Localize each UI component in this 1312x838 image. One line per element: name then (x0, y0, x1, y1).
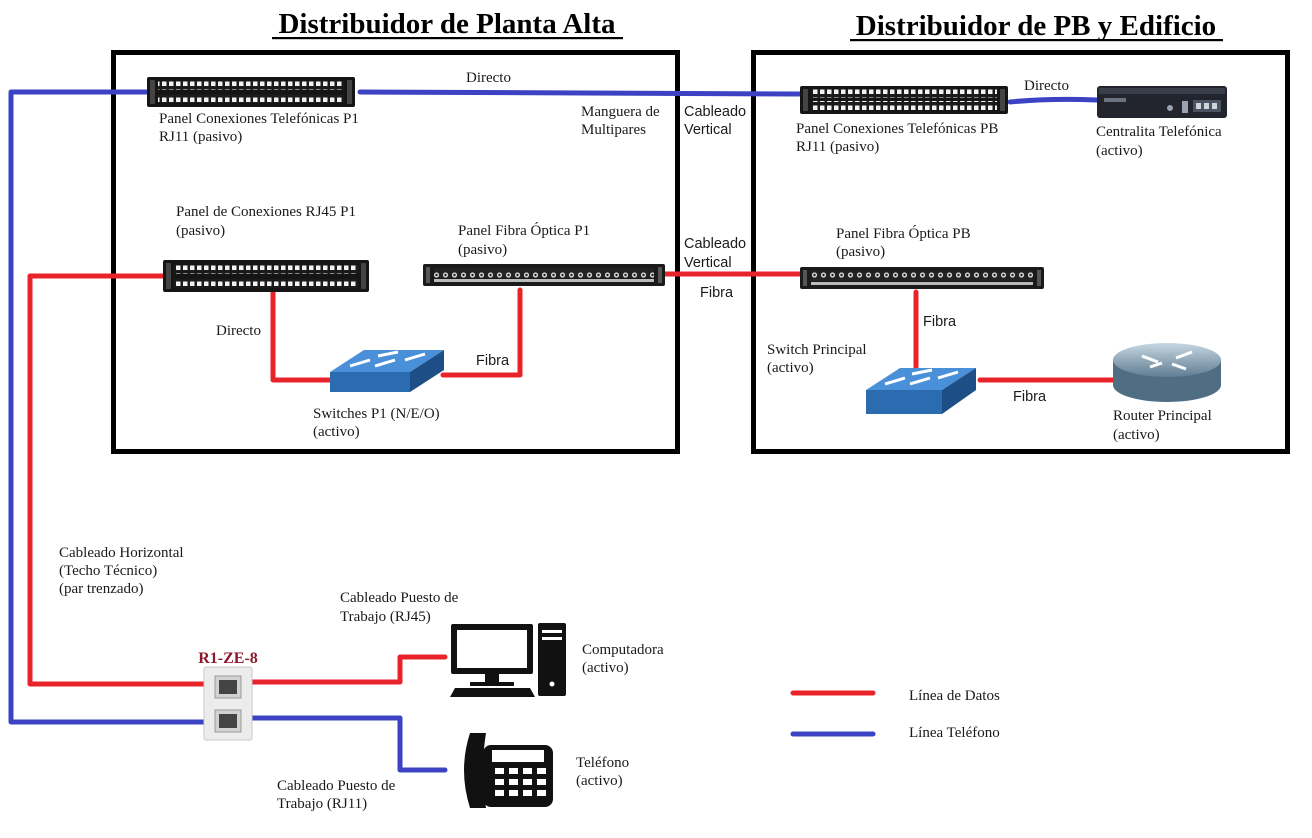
data-lines (27, 271, 1116, 687)
switches-p1-label: Switches P1 (N/E/O)(activo) (313, 406, 440, 440)
fiber-optic-panel-p1 (423, 264, 665, 286)
fiber-router-label: Fibra (1013, 389, 1047, 405)
phone-patch-panel-p1 (147, 77, 355, 107)
phone-lines (8, 89, 1100, 773)
wall-outlet (203, 666, 253, 741)
fiber-p1-label: Fibra (476, 353, 510, 369)
horizontal-cabling-label: Cableado Horizontal(Techo Técnico)(par t… (59, 545, 184, 597)
telephone-device (464, 733, 553, 808)
computer-label: Computadora(activo) (582, 642, 664, 676)
phone-pbx-cable (1007, 96, 1100, 105)
rj45-patch-panel-p1 (163, 260, 369, 292)
switches-p1-device (330, 350, 444, 392)
legend: Línea de Datos Línea Teléfono (790, 688, 1000, 741)
data-horizontal-cable (27, 273, 208, 687)
main-router-label: Router Principal(activo) (1113, 408, 1212, 443)
phone-patch-panel-pb (800, 86, 1008, 114)
computer-device (450, 623, 566, 697)
data-workstation-cable (249, 654, 448, 685)
rj45-panel-p1-label: Panel de Conexiones RJ45 P1(pasivo) (176, 204, 356, 239)
main-router-device (1113, 343, 1221, 402)
telephone-label: Teléfono(activo) (576, 755, 629, 789)
upper-floor-title-underline (272, 37, 623, 40)
legend-data-label: Línea de Datos (909, 688, 1000, 704)
phone-horizontal-cable (8, 89, 208, 725)
direct-top-label: Directo (466, 70, 511, 86)
upper-floor-title: Distribuidor de Planta Alta (278, 8, 616, 40)
data-panel-switch-cable (270, 290, 335, 383)
main-switch-device (866, 368, 976, 414)
ground-floor-distributor-box (751, 50, 1290, 454)
fiber-optic-panel-pb (800, 267, 1044, 289)
phone-workstation-cable (249, 715, 448, 773)
ground-floor-title: Distribuidor de PB y Edificio (856, 10, 1216, 42)
main-switch-label: Switch Principal(activo) (767, 342, 867, 376)
fiber-pb-switch-label: Fibra (923, 314, 957, 330)
pbx-device (1097, 86, 1227, 118)
ground-floor-title-underline (850, 39, 1223, 42)
fiber-vertical-label: Fibra (700, 285, 734, 301)
fiber-panel-p1-label: Panel Fibra Óptica P1(pasivo) (458, 222, 590, 258)
direct-pbx-label: Directo (1024, 78, 1069, 94)
legend-phone-label: Línea Teléfono (909, 725, 1000, 741)
direct-switch-label: Directo (216, 323, 261, 339)
fiber-panel-pb-label: Panel Fibra Óptica PB(pasivo) (836, 225, 971, 260)
phone-vertical-cable (357, 89, 803, 97)
data-fiber-switch-cable (440, 287, 523, 378)
pbx-label: Centralita Telefónica(activo) (1096, 124, 1222, 159)
outlet-label: R1-ZE-8 (198, 650, 258, 667)
upper-floor-distributor-box (111, 50, 680, 454)
